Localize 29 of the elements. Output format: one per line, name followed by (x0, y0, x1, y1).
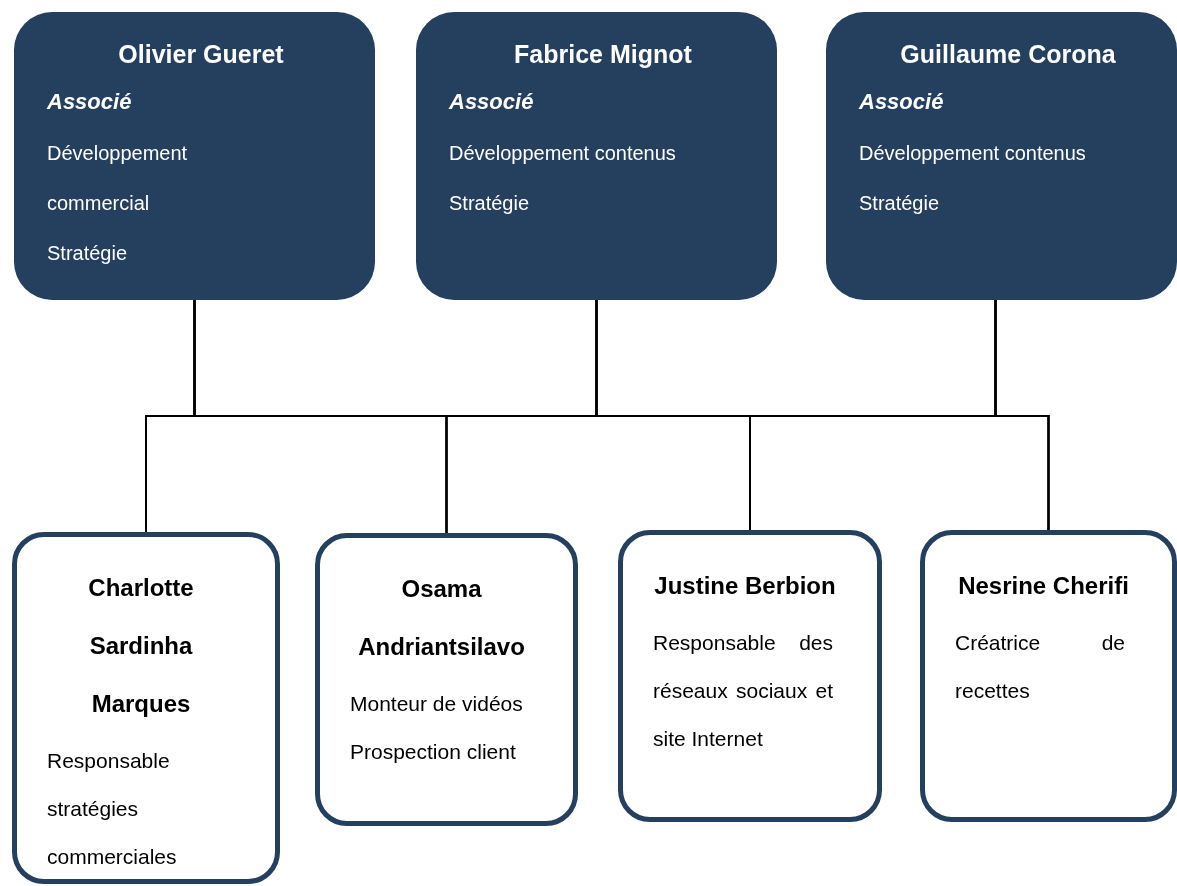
person-name: Olivier Gueret (117, 39, 285, 70)
connector-line (994, 299, 1050, 531)
role-title: Associé (449, 88, 535, 116)
person-name: Osama Andriantsilavo (357, 574, 526, 662)
person-name: Justine Berbion (653, 571, 837, 601)
responsibility-text: Stratégie (859, 191, 941, 216)
partner-card (14, 12, 375, 300)
role-title: Associé (859, 88, 945, 116)
responsibility-text: Développement contenus (449, 141, 677, 166)
team-member-card (12, 532, 280, 884)
person-name: Charlotte Sardinha Marques (87, 573, 195, 719)
responsibility-text: Développement contenus (859, 141, 1087, 166)
responsibility-text: Prospection client (350, 739, 517, 765)
person-name: Guillaume Corona (899, 39, 1117, 70)
responsibility-text: Stratégie (449, 191, 531, 216)
responsibility-text: Développement commercial (47, 141, 189, 216)
responsibility-text: Responsable stratégies commerciales (47, 748, 178, 870)
team-member-card (920, 530, 1177, 822)
team-member-card (618, 530, 882, 822)
responsibility-text: Monteur de vidéos (350, 691, 524, 717)
team-member-card (315, 533, 578, 826)
responsibility-text: Stratégie (47, 241, 129, 266)
person-name: Fabrice Mignot (513, 39, 693, 70)
person-name: Nesrine Cherifi (957, 571, 1130, 601)
responsibility-text: Responsable des réseaux sociaux et site Internet (653, 630, 833, 752)
responsibility-text: Créatrice de recettes (955, 630, 1125, 704)
partner-card (826, 12, 1177, 300)
role-title: Associé (47, 88, 133, 116)
partner-card (416, 12, 777, 300)
